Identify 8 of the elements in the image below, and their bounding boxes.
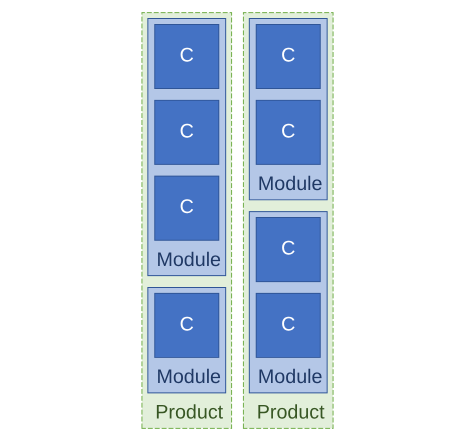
node-box: C: [154, 176, 219, 241]
node-box: C: [154, 100, 219, 165]
node-box: C: [154, 24, 219, 89]
node-box: C: [255, 292, 320, 358]
node-box: C: [255, 217, 320, 282]
node-box: C: [255, 100, 320, 165]
node-box: C: [154, 292, 219, 358]
node-box: C: [255, 24, 320, 89]
